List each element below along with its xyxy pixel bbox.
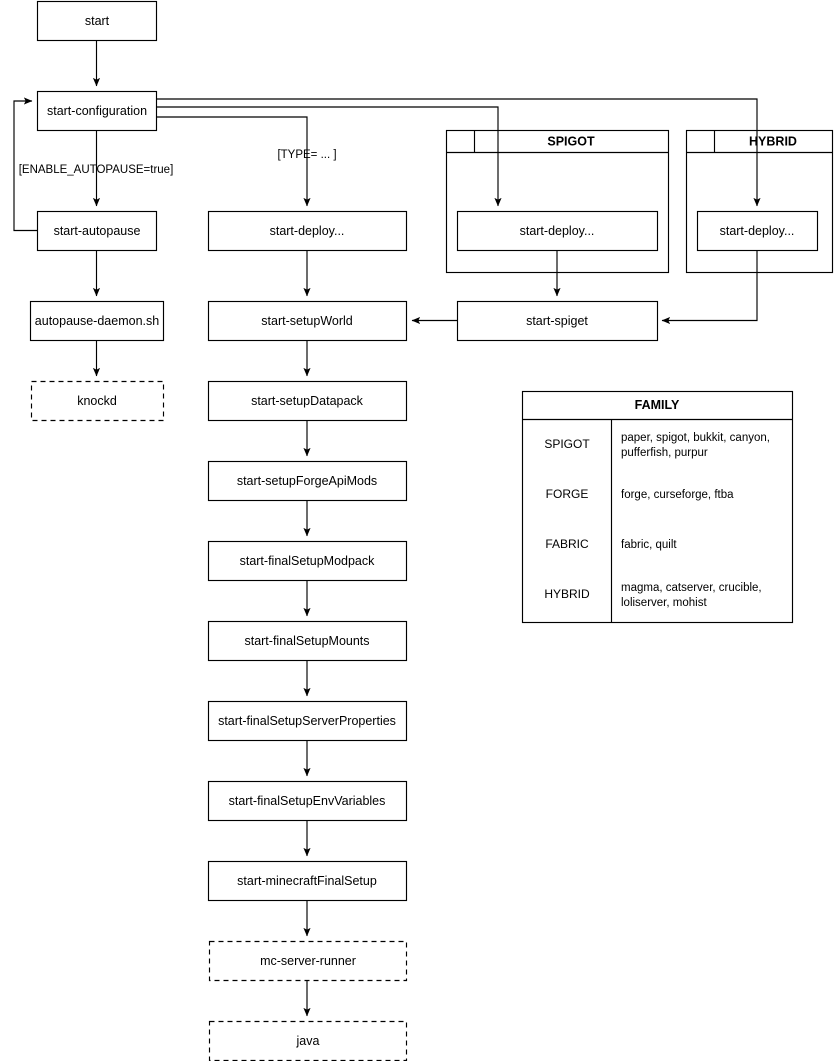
node-mc-server-runner-label: mc-server-runner [260,954,356,968]
family-row-value-hybrid-line-1: loliserver, mohist [621,597,707,609]
group-hybrid: HYBRID [685,129,834,274]
group-hybrid-label: HYBRID [749,134,797,148]
node-start-spiget[interactable]: start-spiget [456,300,659,342]
family-table: FAMILY SPIGOT paper, spigot, bukkit, can… [521,390,794,624]
node-start-finalsetupmounts-box[interactable] [207,620,408,662]
groups-group: SPIGOT HYBRID [445,129,834,274]
edge-label-enable-autopause: [ENABLE_AUTOPAUSE=true] [19,164,174,176]
node-start-finalsetupserverproperties-box[interactable] [207,700,408,742]
family-table-frame [521,390,794,624]
node-start-setupworld-label: start-setupWorld [261,314,353,328]
node-start-setupworld-box[interactable] [207,300,408,342]
node-start-setupdatapack-box[interactable] [207,380,408,422]
node-start-configuration-label: start-configuration [47,104,147,118]
node-start-deploy-spigot[interactable]: start-deploy... [456,210,659,252]
node-autopause-daemon[interactable]: autopause-daemon.sh [29,300,165,342]
node-start-deploy-spigot-box[interactable] [456,210,659,252]
edge-configuration-to-deploy-main [156,116,311,207]
node-autopause-daemon-box[interactable] [29,300,165,342]
node-start-finalsetupmodpack[interactable]: start-finalSetupModpack [207,540,408,582]
node-start-setupforgeapimods[interactable]: start-setupForgeApiMods [207,460,408,502]
node-start-finalsetupserverproperties[interactable]: start-finalSetupServerProperties [207,700,408,742]
node-start[interactable]: start [36,0,158,42]
node-start-finalsetupmounts-label: start-finalSetupMounts [244,634,369,648]
node-start-deploy-main[interactable]: start-deploy... [207,210,408,252]
node-start-configuration[interactable]: start-configuration [36,90,158,132]
node-java-box[interactable] [208,1020,408,1061]
edge-labels-group: [ENABLE_AUTOPAUSE=true] [TYPE= ... ] [19,149,337,176]
group-spigot: SPIGOT [445,129,670,274]
node-start-finalsetupmodpack-box[interactable] [207,540,408,582]
node-start-finalsetupserverproperties-label: start-finalSetupServerProperties [218,714,396,728]
node-autopause-daemon-label: autopause-daemon.sh [35,314,159,328]
node-start-setupdatapack-label: start-setupDatapack [251,394,364,408]
node-start-deploy-hybrid[interactable]: start-deploy... [696,210,819,252]
node-start-deploy-spigot-label: start-deploy... [520,224,595,238]
node-start-finalsetupenvvariables-box[interactable] [207,780,408,822]
family-row-value-spigot-line-0: paper, spigot, bukkit, canyon, [621,432,770,444]
family-row-key-forge: FORGE [546,487,589,501]
node-start-spiget-label: start-spiget [526,314,588,328]
family-row-value-forge-line-0: forge, curseforge, ftba [621,489,734,501]
node-start-label: start [85,14,110,28]
node-start-finalsetupmounts[interactable]: start-finalSetupMounts [207,620,408,662]
edges-group [13,40,761,1017]
edge-autopause-loop-to-configuration [13,97,37,232]
node-mc-server-runner-box[interactable] [208,940,408,982]
family-row-value-fabric-line-0: fabric, quilt [621,539,677,551]
node-start-box[interactable] [36,0,158,42]
node-start-autopause-box[interactable] [36,210,158,252]
group-spigot-label: SPIGOT [547,134,595,148]
group-hybrid-frame [685,129,834,274]
node-start-deploy-main-box[interactable] [207,210,408,252]
node-start-minecraftfinalsetup-box[interactable] [207,860,408,902]
family-row-key-fabric: FABRIC [545,537,589,551]
edge-deploy-hybrid-to-spiget [661,250,758,325]
family-row-value-spigot-line-1: pufferfish, purpur [621,447,708,459]
node-start-deploy-hybrid-box[interactable] [696,210,819,252]
family-row-value-hybrid-line-0: magma, catserver, crucible, [621,582,762,594]
node-start-finalsetupenvvariables[interactable]: start-finalSetupEnvVariables [207,780,408,822]
nodes-group: start start-configuration start-autopaus… [29,0,819,1061]
node-knockd-box[interactable] [30,380,165,422]
node-start-spiget-box[interactable] [456,300,659,342]
node-start-deploy-hybrid-label: start-deploy... [720,224,795,238]
node-start-minecraftfinalsetup[interactable]: start-minecraftFinalSetup [207,860,408,902]
node-start-autopause[interactable]: start-autopause [36,210,158,252]
node-start-setupforgeapimods-label: start-setupForgeApiMods [237,474,377,488]
family-row-key-hybrid: HYBRID [544,587,590,601]
node-knockd[interactable]: knockd [30,380,165,422]
node-java[interactable]: java [208,1020,408,1061]
group-spigot-frame [445,129,670,274]
node-start-finalsetupenvvariables-label: start-finalSetupEnvVariables [229,794,386,808]
node-knockd-label: knockd [77,394,117,408]
node-start-configuration-box[interactable] [36,90,158,132]
node-mc-server-runner[interactable]: mc-server-runner [208,940,408,982]
node-start-autopause-label: start-autopause [54,224,141,238]
edge-configuration-to-deploy-spigot [156,106,502,207]
edge-label-type: [TYPE= ... ] [277,149,336,161]
node-java-label: java [296,1034,320,1048]
family-row-key-spigot: SPIGOT [544,437,590,451]
node-start-setupforgeapimods-box[interactable] [207,460,408,502]
node-start-deploy-main-label: start-deploy... [270,224,345,238]
node-start-setupworld[interactable]: start-setupWorld [207,300,408,342]
edge-configuration-to-deploy-hybrid [156,98,761,207]
node-start-setupdatapack[interactable]: start-setupDatapack [207,380,408,422]
node-start-minecraftfinalsetup-label: start-minecraftFinalSetup [237,874,377,888]
node-start-finalsetupmodpack-label: start-finalSetupModpack [240,554,376,568]
family-table-title: FAMILY [635,398,680,412]
